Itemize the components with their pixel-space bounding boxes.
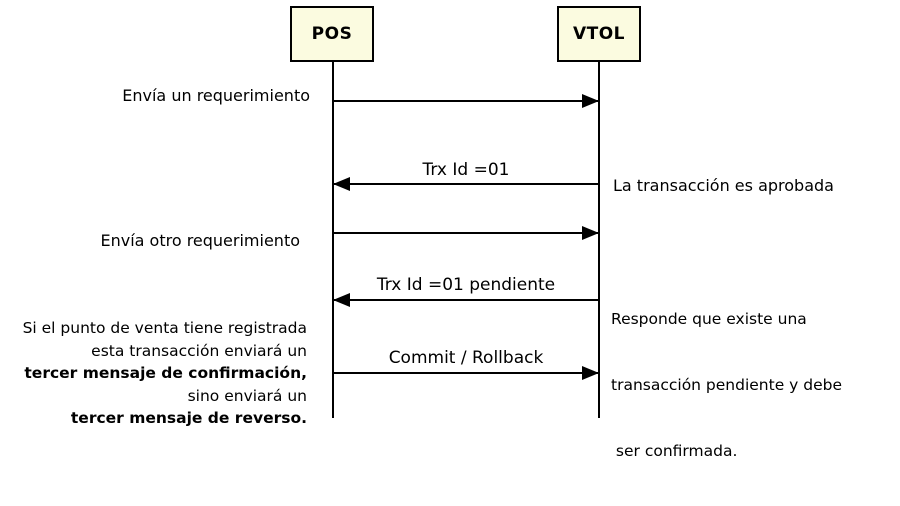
- arrowhead-right-icon: [582, 366, 599, 380]
- message-arrow-2: [333, 177, 598, 191]
- arrowhead-left-icon: [333, 293, 350, 307]
- arrowhead-right-icon: [582, 226, 599, 240]
- message-arrow-4: [333, 293, 598, 307]
- message-1-label: Envía un requerimiento: [122, 86, 310, 105]
- arrowhead-right-icon: [582, 94, 599, 108]
- left-note-line-1: Si el punto de venta tiene registrada: [22, 319, 307, 337]
- note-pending-line-1: Responde que existe una: [611, 310, 807, 328]
- arrowhead-left-icon: [333, 177, 350, 191]
- message-arrow-3: [334, 226, 599, 240]
- left-note-line-5: tercer mensaje de reverso.: [70, 409, 307, 427]
- sequence-diagram: POS VTOL Envía un requerimiento Envía ot…: [22, 6, 843, 460]
- left-note-line-2: esta transacción enviará un: [91, 341, 307, 360]
- message-arrow-5: [334, 366, 599, 380]
- message-3-label: Envía otro requerimiento: [100, 231, 300, 250]
- actor-pos-label: POS: [311, 24, 353, 44]
- pos-lifeline: [332, 62, 334, 418]
- actor-vtol-box: VTOL: [557, 6, 641, 62]
- left-note-line-3: tercer mensaje de confirmación,: [24, 364, 307, 382]
- message-2-label: Trx Id =01: [422, 160, 510, 180]
- message-5-label: Commit / Rollback: [388, 348, 544, 368]
- vtol-lifeline: [598, 62, 600, 418]
- actor-pos-box: POS: [290, 6, 374, 62]
- note-transaction-approved: La transacción es aprobada: [613, 176, 834, 195]
- note-commit-or-reverse: Si el punto de venta tiene registrada es…: [23, 317, 307, 430]
- note-pending-line-2: transacción pendiente y debe: [611, 376, 843, 394]
- actor-vtol-label: VTOL: [572, 24, 626, 44]
- note-pending-line-3: ser confirmada.: [611, 442, 738, 460]
- message-4-label: Trx Id =01 pendiente: [376, 275, 556, 295]
- left-note-line-4: sino enviará un: [187, 386, 307, 405]
- message-arrow-1: [334, 94, 599, 108]
- note-transaction-pending: Responde que existe una transacción pend…: [611, 264, 842, 506]
